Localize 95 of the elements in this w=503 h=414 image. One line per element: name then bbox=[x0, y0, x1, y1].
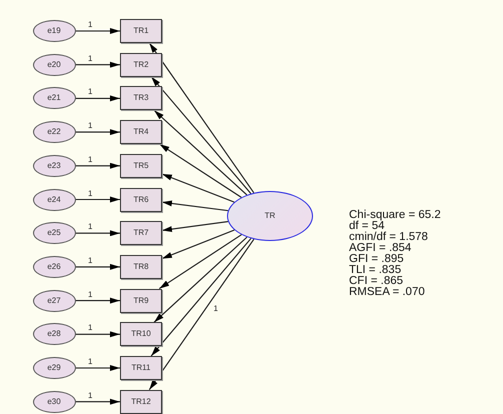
arrow bbox=[76, 365, 120, 371]
arrow bbox=[76, 28, 120, 34]
observed-variable-box bbox=[120, 322, 162, 346]
edge-label: 1 bbox=[88, 156, 92, 164]
edge-label: 1 bbox=[88, 190, 92, 198]
variable-label: e25 bbox=[47, 229, 61, 238]
fit-statistic: TLI = .835 bbox=[349, 265, 402, 276]
latent-variable-ellipse bbox=[32, 290, 76, 312]
latent-variable-ellipse bbox=[32, 222, 76, 244]
arrow bbox=[154, 110, 248, 196]
observed-variable-box bbox=[120, 254, 162, 279]
variable-label: TR4 bbox=[133, 128, 149, 136]
edge-label: 1 bbox=[88, 54, 92, 63]
arrow bbox=[76, 62, 120, 68]
edge-label: 1 bbox=[88, 223, 92, 232]
variable-label: e22 bbox=[47, 128, 61, 136]
latent-variable-ellipse bbox=[32, 188, 76, 210]
arrow bbox=[162, 200, 228, 212]
edge-label: 1 bbox=[88, 392, 92, 400]
variable-label: e27 bbox=[47, 296, 61, 305]
variable-label: TR11 bbox=[132, 364, 150, 372]
variable-label: e26 bbox=[47, 262, 61, 271]
arrow bbox=[76, 162, 120, 169]
edge-label: 1 bbox=[88, 290, 92, 299]
observed-variable-box bbox=[120, 390, 162, 414]
arrow bbox=[162, 230, 235, 260]
edge-label: 1 bbox=[88, 358, 92, 366]
arrow bbox=[159, 234, 242, 290]
arrow bbox=[154, 236, 248, 323]
variable-label: TR1 bbox=[133, 27, 149, 35]
observed-variable-box bbox=[120, 120, 162, 144]
edge-label: 1 bbox=[88, 324, 92, 332]
variable-label: e28 bbox=[47, 330, 61, 338]
arrow bbox=[76, 129, 120, 136]
observed-variable-box bbox=[120, 188, 162, 212]
observed-variable-box bbox=[120, 19, 162, 43]
arrow bbox=[162, 173, 234, 203]
fit-statistic: CFI = .865 bbox=[349, 276, 404, 287]
variable-label: e21 bbox=[47, 94, 61, 102]
arrow bbox=[76, 298, 120, 304]
observed-variable-box bbox=[120, 52, 162, 77]
variable-label: TR bbox=[264, 212, 276, 220]
latent-variable-ellipse bbox=[32, 54, 76, 76]
variable-label: e30 bbox=[47, 398, 61, 406]
edge-label: 1 bbox=[88, 256, 92, 265]
latent-variable-ellipse bbox=[32, 87, 76, 110]
arrow bbox=[76, 398, 120, 405]
latent-variable-ellipse bbox=[32, 390, 76, 413]
arrow bbox=[76, 264, 120, 270]
arrow bbox=[162, 221, 228, 232]
fit-statistic: cmin/df = 1.578 bbox=[349, 232, 429, 243]
latent-variable-ellipse bbox=[227, 191, 313, 241]
variable-label: e19 bbox=[47, 27, 61, 35]
observed-variable-box bbox=[120, 221, 162, 246]
edge-label: 1 bbox=[214, 304, 218, 313]
observed-variable-box bbox=[120, 356, 162, 380]
arrow bbox=[76, 230, 120, 236]
latent-variable-ellipse bbox=[32, 20, 76, 42]
variable-label: TR12 bbox=[131, 398, 151, 406]
latent-variable-ellipse bbox=[32, 154, 76, 177]
observed-variable-box bbox=[120, 288, 162, 313]
edge-label: 1 bbox=[88, 122, 92, 130]
edge-label: 1 bbox=[88, 21, 92, 29]
variable-label: e20 bbox=[47, 60, 61, 69]
edge-label: 1 bbox=[88, 88, 92, 96]
fit-statistic: df = 54 bbox=[349, 221, 384, 232]
variable-label: TR6 bbox=[133, 196, 149, 204]
latent-variable-ellipse bbox=[32, 256, 76, 278]
observed-variable-box bbox=[120, 86, 162, 110]
variable-label: TR7 bbox=[133, 229, 149, 238]
variable-label: TR3 bbox=[133, 94, 149, 102]
arrow bbox=[76, 196, 120, 202]
variable-label: TR10 bbox=[131, 330, 151, 338]
arrow bbox=[76, 95, 120, 102]
variable-label: e24 bbox=[47, 196, 61, 204]
variable-label: TR2 bbox=[133, 60, 149, 69]
latent-variable-ellipse bbox=[32, 121, 76, 144]
variable-label: TR9 bbox=[133, 296, 149, 305]
arrow bbox=[148, 42, 254, 194]
fit-statistic: RMSEA = .070 bbox=[349, 287, 426, 298]
latent-variable-ellipse bbox=[32, 357, 76, 379]
variable-label: e23 bbox=[47, 162, 61, 170]
arrow bbox=[159, 144, 242, 198]
fit-statistic: AGFI = .854 bbox=[349, 243, 412, 254]
arrow bbox=[150, 238, 252, 356]
variable-label: TR8 bbox=[133, 262, 149, 271]
latent-variable-ellipse bbox=[32, 323, 76, 346]
variable-label: TR5 bbox=[133, 162, 149, 170]
arrow bbox=[148, 238, 254, 390]
arrow bbox=[150, 76, 252, 194]
variable-label: e29 bbox=[47, 364, 61, 372]
arrow bbox=[76, 331, 120, 338]
fit-statistic: Chi-square = 65.2 bbox=[349, 210, 441, 221]
fit-statistic: GFI = .895 bbox=[349, 254, 405, 265]
observed-variable-box bbox=[120, 154, 162, 178]
